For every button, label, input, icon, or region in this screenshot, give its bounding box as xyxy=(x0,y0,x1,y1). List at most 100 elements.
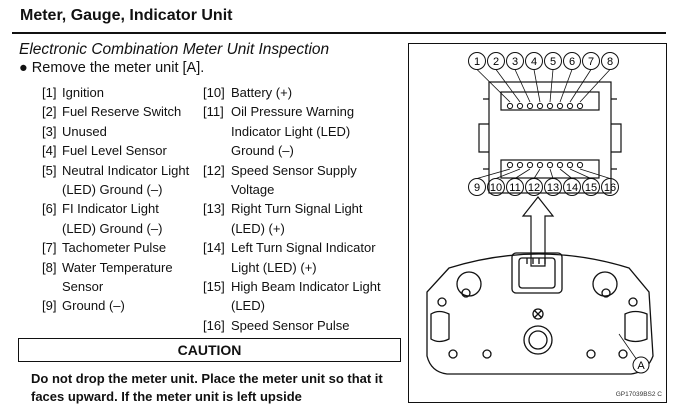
meter-unit-housing xyxy=(426,252,654,375)
item-number: [10] xyxy=(203,85,225,100)
terminal-number: 1 xyxy=(474,56,480,68)
item-label-line: Right Turn Signal Light xyxy=(231,201,363,217)
leader-line xyxy=(579,168,611,179)
item-label: Ground (–) xyxy=(62,296,202,315)
connector-pin xyxy=(576,102,584,110)
item-label-line: Indicator Light (LED) xyxy=(231,123,351,139)
terminal-leader-lines xyxy=(476,69,611,179)
page-title: Meter, Gauge, Indicator Unit xyxy=(20,7,233,24)
item-label-line: Ground (–) xyxy=(62,298,125,314)
item-label: Tachometer Pulse xyxy=(62,238,202,257)
item-label: FI Indicator Light(LED) Ground (–) xyxy=(62,199,202,238)
terminal-number: 6 xyxy=(569,56,575,68)
leader-line xyxy=(514,69,531,103)
connector-pin xyxy=(546,161,554,169)
parts-list-item: [3] Unused xyxy=(42,122,202,141)
item-label: Fuel Reserve Switch xyxy=(62,102,202,121)
item-number: [3] xyxy=(42,123,57,139)
part-a-leader xyxy=(618,333,638,361)
parts-list-item: [5]Neutral Indicator Light(LED) Ground (… xyxy=(42,161,202,200)
leader-line xyxy=(559,168,573,179)
leader-line xyxy=(533,168,541,179)
item-number: [13] xyxy=(203,201,225,217)
item-label: Speed Sensor Pulse xyxy=(231,316,393,335)
terminal-number: 5 xyxy=(550,56,556,68)
connector-pin xyxy=(556,161,564,169)
item-number: [5] xyxy=(42,162,57,178)
item-label-line: Ignition xyxy=(62,85,104,100)
leader-line xyxy=(569,69,592,103)
terminal-number: 16 xyxy=(604,182,616,194)
connector-pins-top xyxy=(506,102,584,110)
item-label-line: Speed Sensor Pulse xyxy=(231,317,350,333)
connector-pin xyxy=(526,161,534,169)
parts-list-item: [10]Battery (+) xyxy=(203,83,393,102)
parts-list-item: [15]High Beam Indicator Light(LED) xyxy=(203,277,393,316)
parts-list-item: [6]FI Indicator Light(LED) Ground (–) xyxy=(42,199,202,238)
terminal-number: 7 xyxy=(588,56,594,68)
part-a-callout xyxy=(632,356,650,374)
terminal-number: 3 xyxy=(512,56,518,68)
connector-pin xyxy=(556,102,564,110)
terminal-number: 10 xyxy=(490,182,502,194)
caution-heading: CAUTION xyxy=(18,338,401,362)
item-number: [16] xyxy=(203,317,225,333)
item-label-line: Water Temperature xyxy=(62,259,173,275)
leader-line xyxy=(476,69,511,103)
parts-list-item: [9]Ground (–) xyxy=(42,296,202,315)
item-label: Unused xyxy=(62,122,202,141)
item-label-line: Ground (–) xyxy=(231,143,294,159)
item-label-line: Speed Sensor Supply xyxy=(231,162,357,178)
parts-list-item: [13]Right Turn Signal Light(LED) (+) xyxy=(203,199,393,238)
connector-pin xyxy=(536,161,544,169)
item-label-line: (LED) xyxy=(231,298,265,314)
caution-text: Do not drop the meter unit. Place the me… xyxy=(31,371,383,404)
item-label-line: Oil Pressure Warning xyxy=(231,104,355,120)
item-label: High Beam Indicator Light (LED) xyxy=(231,277,393,316)
terminal-number: 13 xyxy=(547,182,559,194)
parts-list-item: [7] Tachometer Pulse xyxy=(42,238,202,257)
terminal-number: 11 xyxy=(509,182,520,194)
item-number: [12] xyxy=(203,162,225,178)
item-label-line: Voltage xyxy=(231,182,275,198)
item-label-line: (LED) Ground (–) xyxy=(62,220,163,236)
parts-list-item: [4]Fuel Level Sensor xyxy=(42,141,202,160)
connector-pin xyxy=(526,102,534,110)
item-label-line: Sensor xyxy=(62,279,104,295)
section-title: Electronic Combination Meter Unit Inspec… xyxy=(19,41,330,58)
terminal-number: 2 xyxy=(493,56,499,68)
leader-line xyxy=(476,168,511,179)
arrow-shape xyxy=(521,196,555,267)
leader-line xyxy=(495,69,521,103)
leader-line xyxy=(495,168,521,179)
connector-body xyxy=(478,81,622,194)
connector-pin xyxy=(536,102,544,110)
item-label-line: Left Turn Signal Indicator xyxy=(231,240,376,256)
parts-list-item: [2]Fuel Reserve Switch xyxy=(42,102,202,121)
item-number: [7] xyxy=(42,240,57,256)
terminal-number: 14 xyxy=(566,182,578,194)
parts-list-item: [16] Speed Sensor Pulse xyxy=(203,316,393,335)
terminal-number: 15 xyxy=(585,182,597,194)
item-label-line: High Beam Indicator Light xyxy=(231,279,381,295)
item-number: [8] xyxy=(42,259,57,275)
terminal-number: 8 xyxy=(607,56,613,68)
item-label: Ignition xyxy=(62,83,202,102)
item-label-line: Neutral Indicator Light xyxy=(62,162,190,178)
connector-pin xyxy=(516,102,524,110)
connector-pin xyxy=(506,161,514,169)
part-a-label: A xyxy=(637,360,645,372)
leader-line xyxy=(569,168,592,179)
leader-line xyxy=(579,69,611,103)
leader-line xyxy=(533,69,541,103)
terminal-number: 9 xyxy=(474,182,480,194)
